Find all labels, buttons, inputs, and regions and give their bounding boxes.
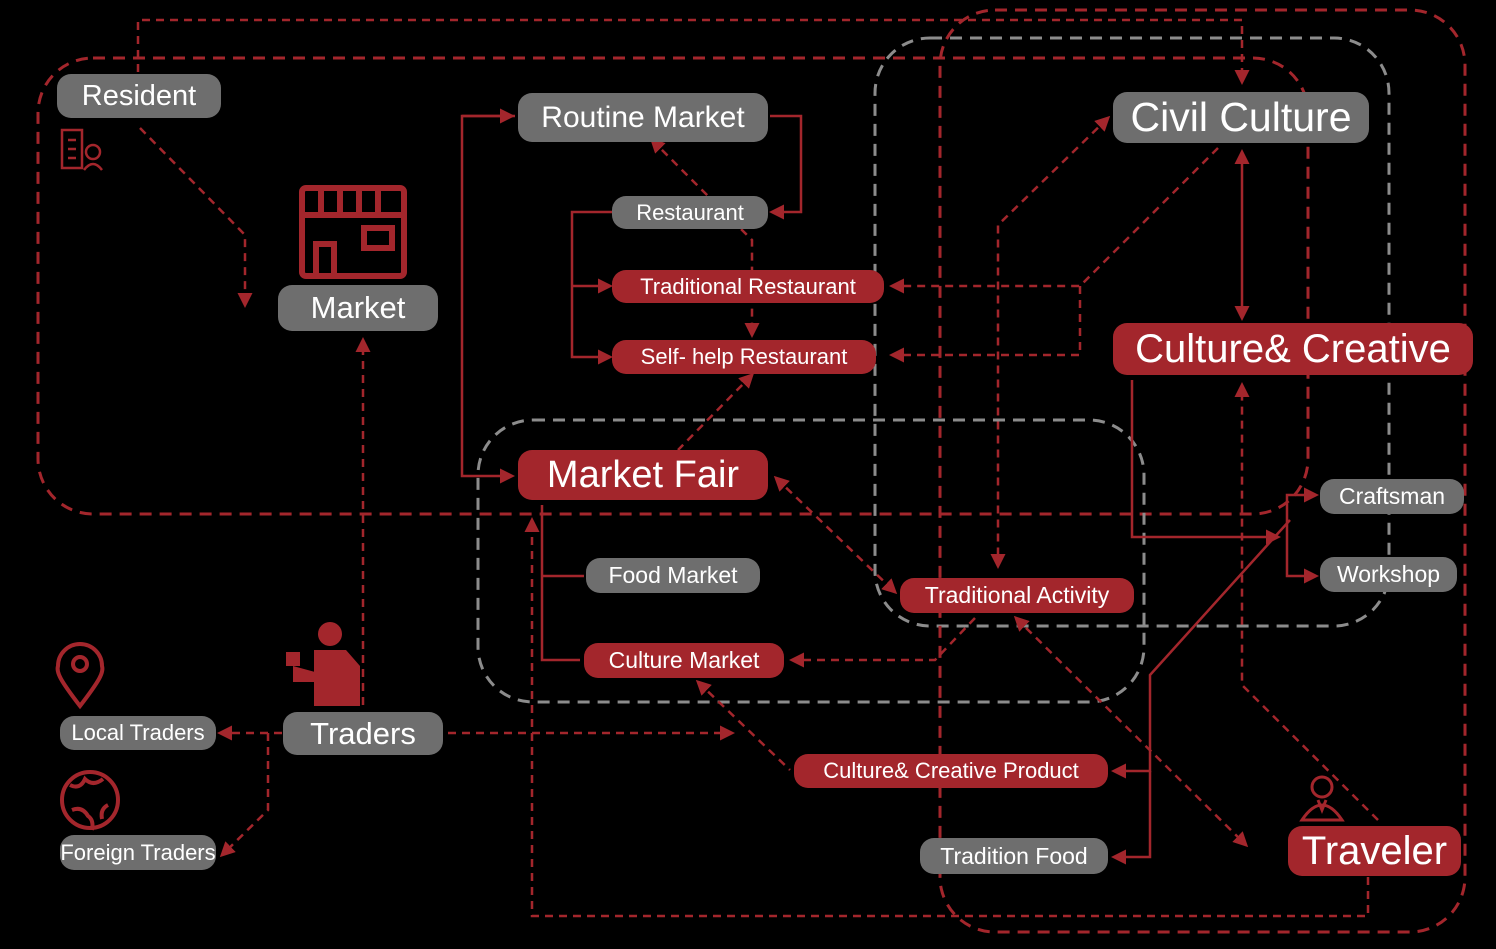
local-traders-node: Local Traders (60, 716, 216, 750)
craftsman-node: Craftsman (1320, 479, 1464, 514)
resident-node: Resident (57, 74, 221, 118)
market-node: Market (278, 285, 438, 331)
storefront-icon (299, 185, 407, 279)
civil-culture-node: Civil Culture (1113, 92, 1369, 143)
traditional-restaurant-node: Traditional Restaurant (612, 270, 884, 303)
culture-creative-product-node: Culture& Creative Product (794, 754, 1108, 788)
connectors (136, 18, 1379, 918)
trader-person-icon (286, 622, 360, 706)
workshop-node: Workshop (1320, 557, 1457, 592)
building-person-icon (60, 128, 103, 171)
market-fair-region (476, 418, 1146, 704)
culture-creative-node: Culture& Creative (1113, 323, 1473, 375)
food-market-node: Food Market (586, 558, 760, 593)
traveler-region (938, 8, 1467, 934)
market-fair-node: Market Fair (518, 450, 768, 500)
location-pin-icon (55, 642, 105, 710)
culture-market-node: Culture Market (584, 643, 784, 678)
self-help-restaurant-node: Self- help Restaurant (612, 340, 876, 374)
globe-icon (60, 770, 120, 831)
foreign-traders-node: Foreign Traders (60, 835, 216, 870)
traditional-activity-node: Traditional Activity (900, 578, 1134, 613)
traders-node: Traders (283, 712, 443, 755)
traveler-node: Traveler (1288, 826, 1461, 876)
routine-market-node: Routine Market (518, 93, 768, 142)
restaurant-node: Restaurant (612, 196, 768, 229)
tradition-food-node: Tradition Food (920, 838, 1108, 874)
traveler-person-icon (1299, 775, 1345, 822)
resident-region (36, 56, 1310, 516)
